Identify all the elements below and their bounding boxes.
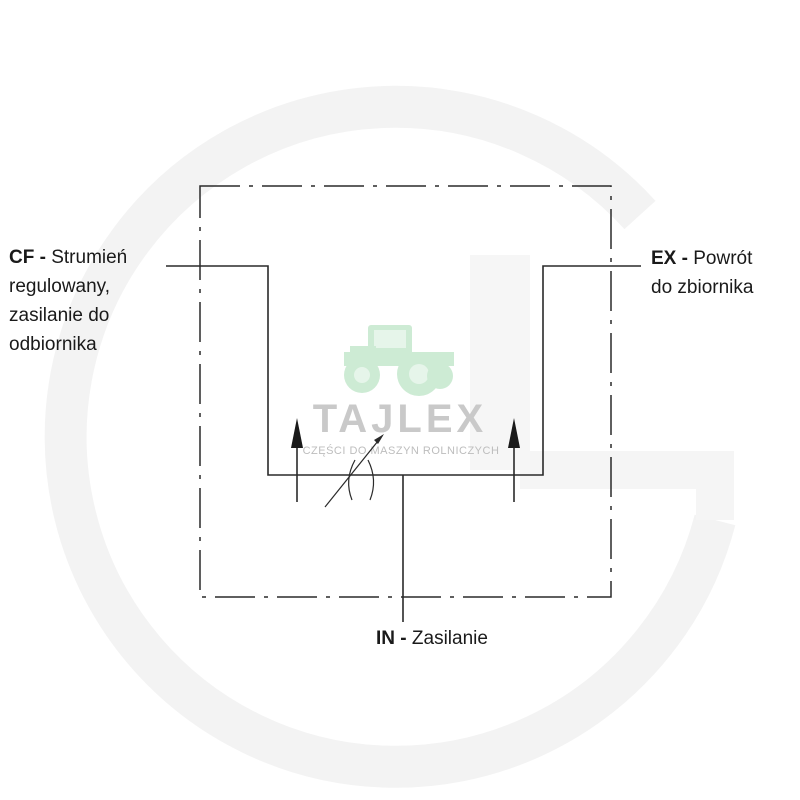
cf-line-4: odbiornika bbox=[9, 334, 97, 355]
watermark-brand: TAJLEX bbox=[313, 397, 487, 441]
watermark-tagline: CZĘŚCI DO MASZYN ROLNICZYCH bbox=[303, 444, 500, 457]
in-sep: - bbox=[395, 628, 412, 649]
tractor-icon bbox=[344, 325, 454, 396]
ex-sep: - bbox=[676, 248, 694, 269]
background-g-logo-icon bbox=[44, 85, 736, 788]
in-port-label: IN - Zasilanie bbox=[376, 624, 488, 653]
flow-arrow-right-icon bbox=[508, 418, 520, 502]
cf-port-label: CF - Strumień regulowany, zasilanie do o… bbox=[9, 243, 127, 359]
flow-arrow-left-icon bbox=[291, 418, 303, 502]
cf-sep: - bbox=[34, 247, 52, 268]
cf-line-2: regulowany, bbox=[9, 276, 111, 297]
in-code: IN bbox=[376, 628, 395, 649]
in-line-1: Zasilanie bbox=[411, 628, 488, 649]
valve-housing-outline bbox=[199, 185, 612, 598]
ex-line-2: do zbiornika bbox=[651, 277, 754, 298]
cf-line-3: zasilanie do bbox=[9, 305, 110, 326]
cf-line-1: Strumień bbox=[51, 247, 128, 268]
ex-code: EX bbox=[651, 248, 677, 269]
cf-port-line bbox=[166, 265, 400, 476]
adjustable-throttle-icon bbox=[324, 434, 384, 508]
cf-code: CF bbox=[9, 247, 35, 268]
ex-port-label: EX - Powrót do zbiornika bbox=[651, 244, 753, 302]
ex-line-1: Powrót bbox=[693, 248, 753, 269]
ex-port-line bbox=[400, 265, 641, 476]
